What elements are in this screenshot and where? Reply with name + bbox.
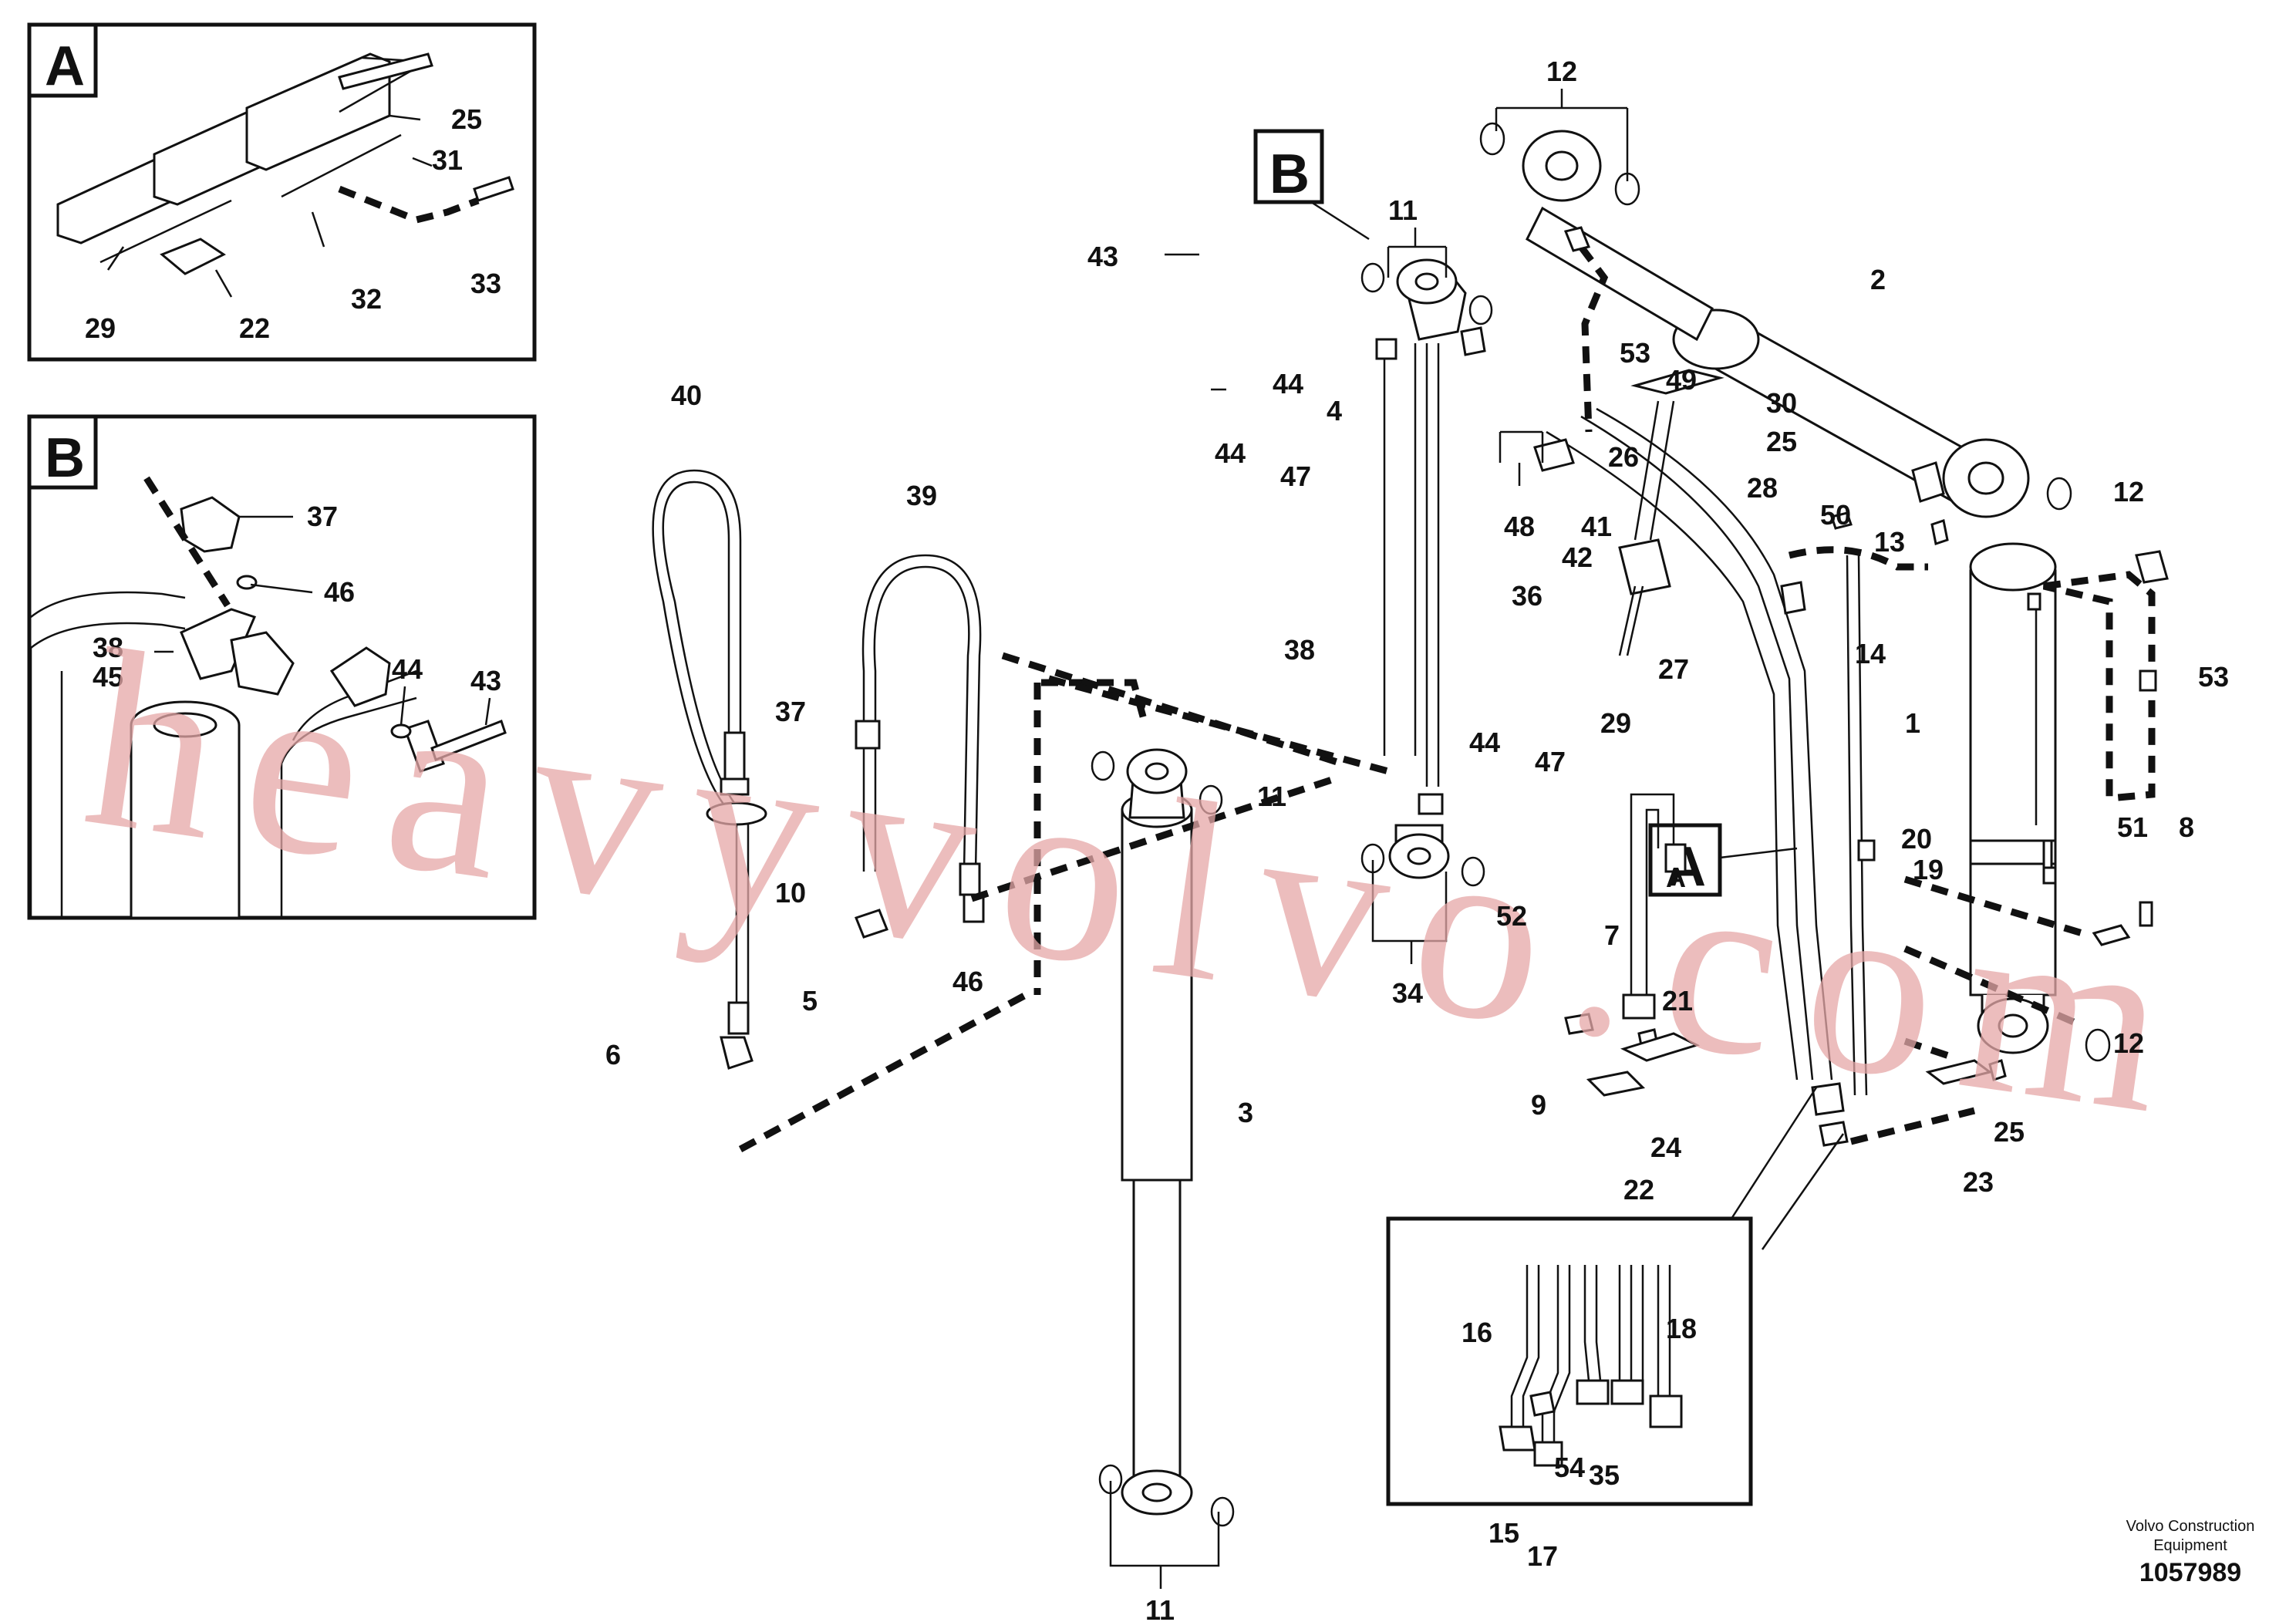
label-b-38: 38	[93, 632, 123, 663]
label-part: 42	[1562, 541, 1593, 573]
label-part: 4	[1327, 395, 1342, 427]
label-part: 46	[952, 966, 983, 997]
label-part: 18	[1666, 1313, 1697, 1344]
label-part: 26	[1608, 441, 1639, 473]
label-part: 14	[1855, 638, 1886, 669]
label-b-43: 43	[470, 665, 501, 696]
main-part-labels: 12 2 11 43 44 4 53 49 30 25 26 28 12 50 …	[605, 56, 2229, 1622]
label-part: 44	[1469, 727, 1500, 758]
label-part: 6	[605, 1039, 621, 1071]
label-part: 12	[1546, 56, 1577, 87]
label-part: 35	[1589, 1459, 1620, 1491]
label-part: 29	[1600, 707, 1631, 739]
label-part: 41	[1581, 511, 1612, 542]
label-part: 12	[2113, 1027, 2144, 1059]
label-part: 34	[1392, 977, 1423, 1009]
label-part: 21	[1662, 985, 1693, 1017]
label-part: 28	[1747, 472, 1778, 504]
leader-lines	[1109, 89, 1629, 1589]
label-part: 11	[1388, 194, 1418, 226]
label-part: 27	[1658, 653, 1689, 685]
label-part: 11	[1145, 1594, 1175, 1622]
label-part: 50	[1820, 499, 1851, 531]
detail-b-letter: B	[45, 427, 85, 489]
label-part: 44	[1273, 368, 1303, 400]
label-a-32: 32	[351, 283, 382, 315]
label-part: 44	[1215, 437, 1246, 469]
label-part: 8	[2179, 811, 2194, 843]
label-b-37: 37	[307, 501, 338, 532]
label-part: 36	[1512, 580, 1542, 612]
label-a-33: 33	[470, 268, 501, 299]
label-part: 23	[1963, 1166, 1994, 1198]
label-part: 51	[2117, 811, 2148, 843]
label-part: 13	[1874, 526, 1905, 558]
label-a-22: 22	[239, 312, 270, 344]
label-a-29: 29	[85, 312, 116, 344]
label-part: 12	[2113, 476, 2144, 508]
label-b-45: 45	[93, 661, 123, 693]
label-part: 39	[906, 480, 937, 511]
label-part: 47	[1280, 460, 1311, 492]
label-part: 47	[1535, 746, 1566, 777]
label-part: 3	[1238, 1097, 1253, 1128]
label-part: 49	[1666, 364, 1697, 396]
label-part: A	[1666, 862, 1686, 893]
label-part: 22	[1623, 1174, 1654, 1206]
label-part: 25	[1994, 1116, 2025, 1148]
label-part: 9	[1531, 1089, 1546, 1121]
inset-hose-ends	[1386, 1216, 1753, 1506]
label-a-31: 31	[432, 144, 463, 176]
label-part: 7	[1604, 919, 1620, 951]
label-part: 48	[1504, 511, 1535, 542]
label-part: 40	[671, 379, 702, 411]
reference-number: 1057989	[2139, 1558, 2241, 1587]
label-part: 11	[1257, 781, 1286, 812]
label-a-25: 25	[451, 103, 482, 135]
label-part: 53	[2198, 661, 2229, 693]
label-part: 52	[1496, 900, 1527, 932]
label-part: 25	[1766, 426, 1797, 457]
label-part: 20	[1901, 823, 1932, 855]
callout-b-letter: B	[1269, 143, 1310, 205]
label-part: 2	[1870, 264, 1886, 295]
label-part: 54	[1554, 1452, 1585, 1483]
label-part: 37	[775, 696, 806, 727]
label-part: 17	[1527, 1540, 1558, 1572]
label-part: 19	[1913, 854, 1944, 885]
detail-a-panel: A	[27, 22, 537, 362]
maker-line-1: Volvo Construction	[2126, 1518, 2255, 1535]
main-assembly	[652, 122, 2169, 1527]
maker-line-2: Equipment	[2153, 1537, 2227, 1554]
label-part: 43	[1087, 241, 1118, 272]
label-part: 10	[775, 877, 806, 909]
label-part: 53	[1620, 337, 1650, 369]
label-part: 24	[1650, 1131, 1681, 1163]
label-part: 15	[1489, 1517, 1519, 1549]
label-part: 16	[1462, 1317, 1492, 1348]
label-part: 38	[1284, 634, 1315, 666]
label-part: 5	[802, 985, 818, 1017]
label-b-44: 44	[392, 653, 423, 685]
detail-a-letter: A	[45, 35, 85, 97]
label-b-46: 46	[324, 576, 355, 608]
detail-b-panel: B	[27, 414, 537, 920]
label-part: 1	[1905, 707, 1920, 739]
label-part: 30	[1766, 387, 1797, 419]
